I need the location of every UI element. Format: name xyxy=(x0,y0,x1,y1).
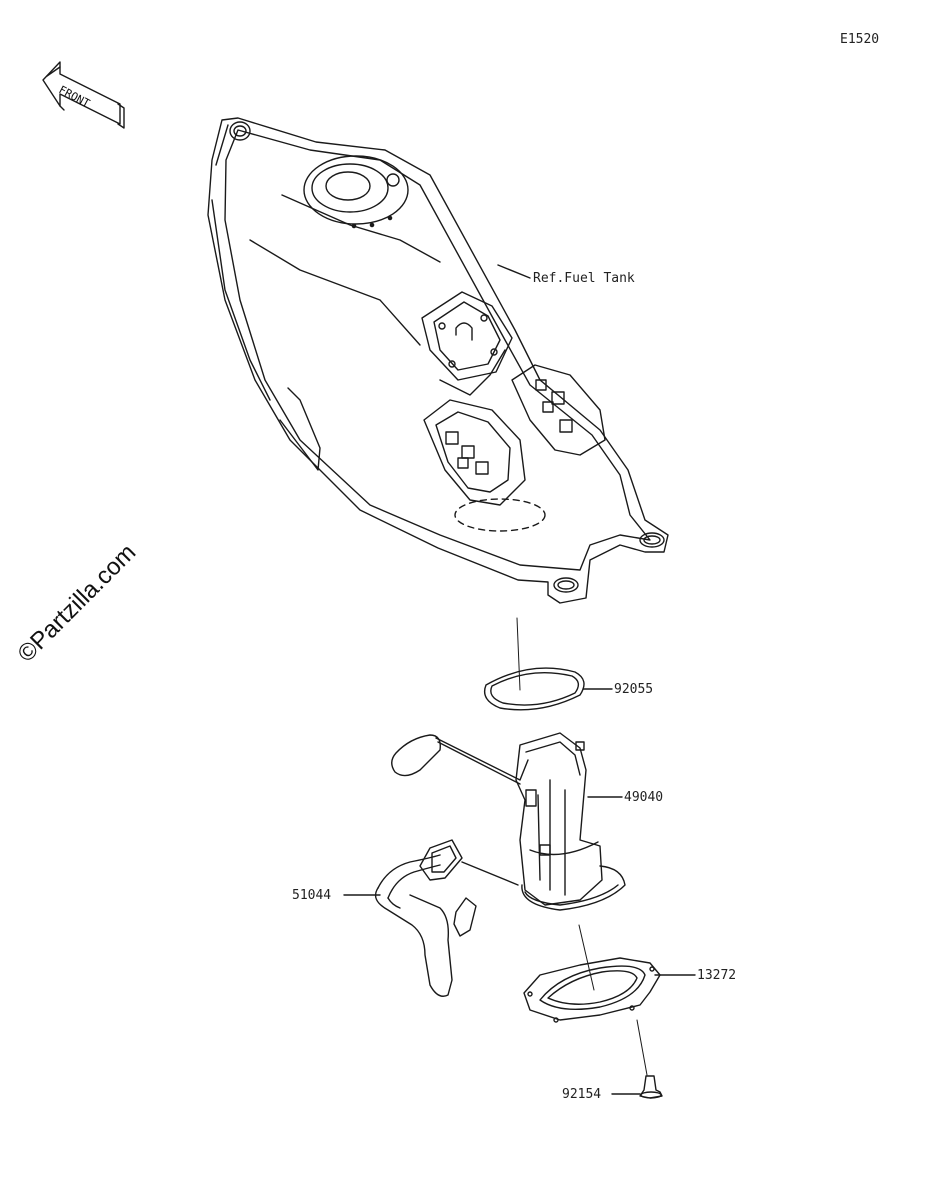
axis-line-bolt xyxy=(636,1019,648,1076)
bolt xyxy=(639,1075,663,1099)
mounting-plate xyxy=(523,957,661,1023)
callout-92154[interactable]: 92154 xyxy=(562,1087,602,1102)
drawing-code: E1520 xyxy=(840,32,880,47)
fuel-pump-assembly xyxy=(391,732,626,911)
gasket-ring xyxy=(483,667,585,711)
axis-line-lower xyxy=(578,924,595,991)
axis-line-upper xyxy=(516,617,521,691)
leader-fuel-tank xyxy=(497,264,531,279)
callout-13272[interactable]: 13272 xyxy=(697,968,737,983)
fuel-hose xyxy=(374,839,519,997)
front-direction-arrow-icon: FRONT xyxy=(42,61,125,129)
callout-49040[interactable]: 49040 xyxy=(624,790,664,805)
fuel-tank xyxy=(207,117,669,604)
callout-51044[interactable]: 51044 xyxy=(292,888,332,903)
callout-fuel-tank[interactable]: Ref.Fuel Tank xyxy=(533,271,635,286)
callout-92055[interactable]: 92055 xyxy=(614,682,654,697)
